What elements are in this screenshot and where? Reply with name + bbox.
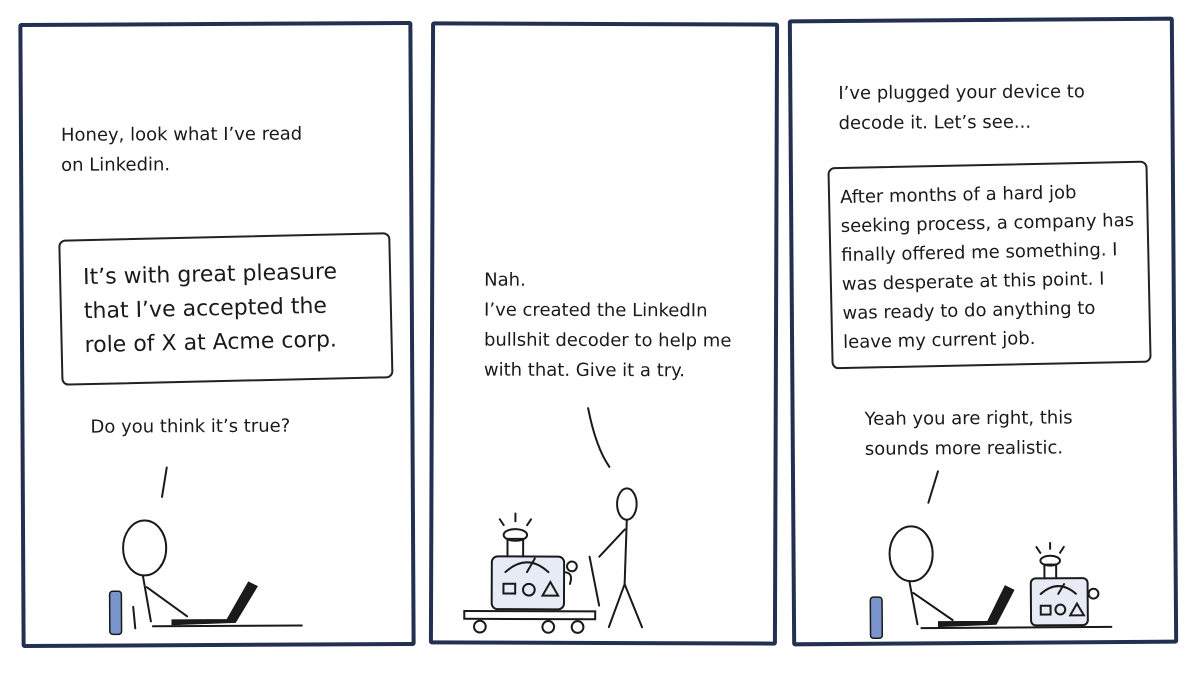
panel-3-reply: Yeah you are right, this sounds more rea…: [864, 407, 1073, 460]
comic-panel-1: Honey, look what I’ve read on Linkedin. …: [18, 20, 416, 649]
panel-2-speech: Nah. I’ve created the LinkedIn bullshit …: [483, 269, 732, 382]
panel-3-caption: I’ve plugged your device to decode it. L…: [838, 81, 1085, 135]
linkedin-post-box: It’s with great pleasure that I’ve accep…: [58, 232, 394, 386]
comic-panel-2: Nah. I’ve created the LinkedIn bullshit …: [428, 21, 780, 646]
panel-1-caption: Honey, look what I’ve read on Linkedin.: [60, 123, 303, 176]
decoded-post-box: After months of a hard job seeking proce…: [827, 160, 1152, 370]
comic-panel-3: I’ve plugged your device to decode it. L…: [787, 16, 1179, 647]
panel-1-question: Do you think it’s true?: [90, 415, 291, 438]
